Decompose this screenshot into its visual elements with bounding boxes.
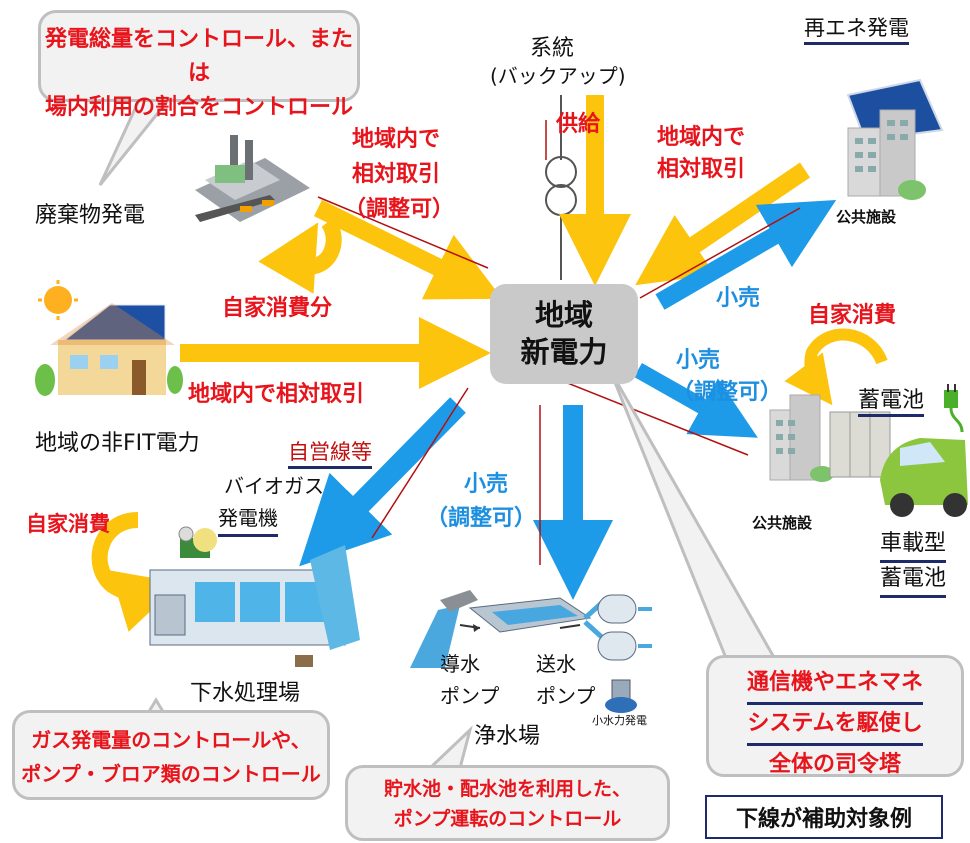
bubble-ems-commander: 通信機やエネマネ システムを駆使し 全体の司令塔 — [706, 655, 964, 777]
waste-self-arrow — [258, 217, 342, 294]
renewable-trade-line1: 地域内で — [657, 125, 746, 150]
bubble-ems-line3: 全体の司令塔 — [768, 752, 901, 777]
waste-trade-label: 地域内で 相対取引 （調整可） — [344, 122, 454, 227]
regional-power-hub: 地域 新電力 — [490, 284, 638, 384]
biogas-label: バイオガス 発電機 — [218, 470, 324, 537]
hub-line2: 新電力 — [520, 335, 608, 369]
retail-label-battery: 小売 （調整可） — [672, 345, 782, 409]
sewage-plant-label: 下水処理場 — [190, 681, 301, 706]
hub-line1: 地域 — [534, 298, 593, 332]
grid-subtitle: (バックアップ) — [490, 64, 626, 88]
retail-battery-arrow — [634, 363, 758, 438]
intake-pump-line1: 導水 — [440, 652, 480, 676]
private-lines — [317, 196, 801, 565]
battery-self-label: 自家消費 — [808, 303, 897, 328]
intake-pump-label: 導水 ポンプ — [440, 648, 499, 712]
waste-plant-label: 廃棄物発電 — [35, 203, 146, 228]
public-facility-image-bottom — [769, 394, 834, 482]
ev-plug-icon — [944, 384, 964, 433]
retail-battery-line1: 小売 — [676, 348, 721, 373]
sewage-self-label: 自家消費 — [26, 512, 110, 536]
battery-self-arrow — [784, 328, 888, 406]
retail-label-water: 小売 （調整可） — [426, 468, 536, 536]
bubble-top-line2: 場内利用の割合をコントロール — [44, 95, 353, 120]
small-hydro-label: 小水力発電 — [592, 714, 647, 727]
sewage-self-arrow — [91, 512, 181, 632]
bubble-ems-line1: 通信機やエネマネ — [746, 664, 923, 705]
waste-trade-line2: 相対取引 — [352, 162, 441, 187]
waste-trade-line3: （調整可） — [344, 197, 455, 222]
transmission-pump-line2: ポンプ — [536, 684, 596, 708]
bubble-ems-line2: システムを駆使し — [747, 705, 923, 746]
grid-title: 系統 — [530, 36, 575, 61]
renewable-trade-line2: 相対取引 — [657, 157, 746, 182]
house-image — [35, 280, 183, 396]
battery-image — [829, 411, 891, 478]
ev-car-image — [880, 438, 968, 517]
retail-water-line1: 小売 — [464, 472, 509, 497]
biogas-line2: 発電機 — [218, 502, 278, 537]
bubble-sewage-line1: ガス発電量のコントロールや、 — [31, 728, 311, 752]
ev-battery-line1: 車載型 — [880, 528, 947, 563]
waste-trade-arrow — [314, 199, 503, 300]
bubble-water-control: 貯水池・配水池を利用した、 ポンプ運転のコントロール — [345, 765, 670, 841]
private-line-label: 自営線等 — [288, 436, 372, 469]
transmission-pump-line1: 送水 — [536, 652, 576, 676]
nonfit-label: 地域の非FIT電力 — [35, 431, 200, 456]
retail-renewable-arrow — [655, 199, 837, 310]
ev-battery-line2: 蓄電池 — [880, 563, 947, 598]
public-facility-label-bottom: 公共施設 — [752, 514, 813, 532]
water-plant-label: 浄水場 — [474, 724, 541, 749]
bubble-water-line1: 貯水池・配水池を利用した、 — [383, 778, 631, 800]
waste-trade-line1: 地域内で — [352, 127, 441, 152]
bubble-top-control: 発電総量をコントロール、または 場内利用の割合をコントロール — [38, 10, 360, 120]
sewage-plant-image — [149, 526, 360, 667]
supply-label: 供給 — [556, 112, 601, 137]
waste-self-label: 自家消費分 — [222, 296, 333, 321]
small-hydro-image — [605, 679, 637, 713]
legend-box: 下線が補助対象例 — [705, 795, 943, 839]
waste-plant-image — [195, 135, 310, 222]
legend-text: 下線が補助対象例 — [735, 807, 912, 832]
renewable-trade-label: 地域内で 相対取引 — [657, 122, 745, 186]
transmission-pump-label: 送水 ポンプ — [536, 648, 595, 712]
water-plant-image — [410, 590, 652, 668]
retail-water-line2: （調整可） — [426, 506, 537, 531]
retail-battery-line2: （調整可） — [672, 380, 783, 405]
retail-label-renewable: 小売 — [716, 286, 761, 311]
nonfit-trade-label: 地域内で相対取引 — [188, 382, 365, 407]
renewable-trade-arrow — [635, 162, 811, 286]
bubble-sewage-control: ガス発電量のコントロールや、 ポンプ・ブロア類のコントロール — [12, 710, 330, 800]
public-facility-label-top: 公共施設 — [836, 208, 897, 226]
bubble-water-line2: ポンプ運転のコントロール — [393, 808, 622, 830]
bubble-top-line1: 発電総量をコントロール、または — [44, 27, 353, 86]
biogas-line1: バイオガス — [224, 474, 324, 498]
bubble-sewage-line2: ポンプ・ブロア類のコントロール — [21, 762, 321, 786]
intake-pump-line2: ポンプ — [440, 684, 500, 708]
battery-label: 蓄電池 — [858, 382, 925, 417]
ev-battery-label: 車載型 蓄電池 — [880, 528, 970, 598]
renewable-title: 再エネ発電 — [804, 12, 909, 45]
public-facility-image-top — [847, 109, 926, 200]
retail-sewage-arrow — [299, 397, 466, 567]
